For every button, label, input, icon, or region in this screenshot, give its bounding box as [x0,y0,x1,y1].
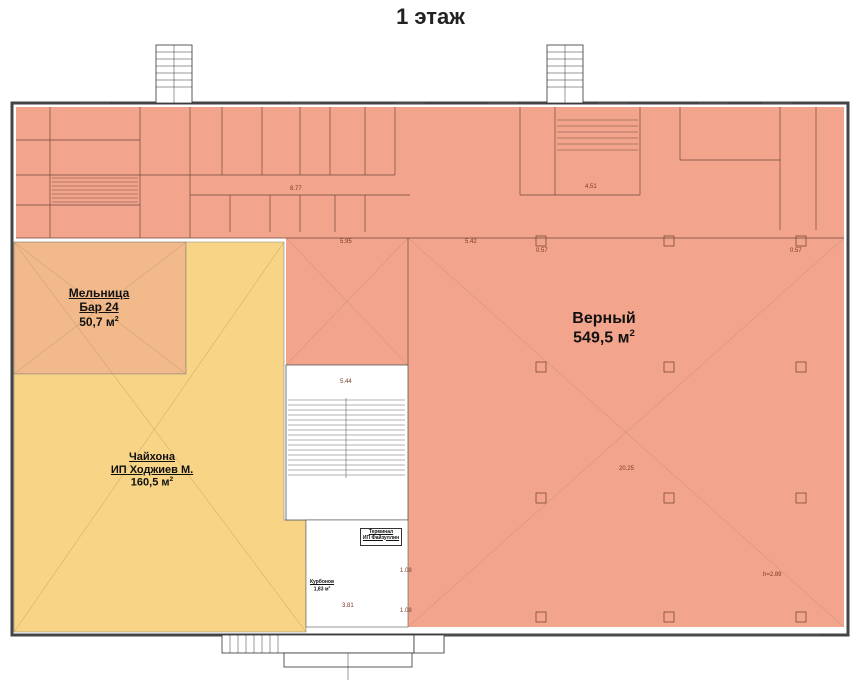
dim-542: 5.42 [465,239,477,245]
top-entry-steps [156,45,583,103]
dim-544: 5.44 [340,379,352,385]
stair-core [285,364,409,521]
bottom-right-porch [413,634,445,654]
terminal-name: Терминал [368,529,394,535]
page-title: 1 этаж [396,4,465,29]
chaikhona-area: 160,5 м [130,476,170,489]
terminal-subname: ИП Файзуллин [362,534,400,541]
kurbonov-name: Курбонов [309,579,335,585]
melnitsa-area-unit: 2 [114,313,119,323]
top-entry-stairs [155,44,584,104]
dimension-labels: 5.44 5.95 5.42 20.25 8.77 3.81 4.51 0.57… [290,184,802,614]
room-cross-lines [13,237,845,633]
service-strip [16,107,844,238]
dim-108-a: 1.08 [400,568,412,574]
verny-name: Верный [572,310,636,327]
chaikhona-subname: ИП Ходжиев М. [110,463,194,476]
verny-zone [286,238,844,627]
dim-057-b: 0.57 [790,248,802,254]
dim-h289: h=2.89 [763,572,782,578]
chaikhona-label: Чайхона ИП Ходжиев М. 160,5 м2 [96,451,208,490]
service-stairs [52,119,638,203]
chaikhona-area-unit: 2 [169,476,174,484]
melnitsa-name: Мельница [68,286,130,300]
service-walls [16,107,844,365]
columns [535,235,807,623]
dim-057-a: 0.57 [536,248,548,254]
terminal-label: Терминал ИП Файзуллин [360,528,402,546]
melnitsa-label: Мельница Бар 24 50,7 м2 [54,286,144,329]
windows [80,102,820,636]
melnitsa-area: 50,7 м [79,314,115,329]
melnitsa-subname: Бар 24 [79,299,119,314]
verny-label: Верный 549,5 м2 [556,310,652,348]
dim-2025: 20.25 [619,466,635,472]
verny-area: 549,5 м [573,329,630,347]
dim-595: 5.95 [340,239,352,245]
stair-steps [288,398,405,478]
kurbonov-label: Курбонов 1,83 м2 [305,579,339,593]
dim-108-b: 1.08 [400,608,412,614]
kurbonov-area: 1,83 м [313,586,329,593]
dim-381: 3.81 [342,603,354,609]
chaikhona-name: Чайхона [129,451,175,463]
bottom-entry-porch [221,634,415,668]
kurbonov-area-unit: 2 [328,584,331,589]
dim-877: 8.77 [290,186,302,192]
verny-area-unit: 2 [629,328,635,340]
dim-451: 4.51 [585,184,597,190]
